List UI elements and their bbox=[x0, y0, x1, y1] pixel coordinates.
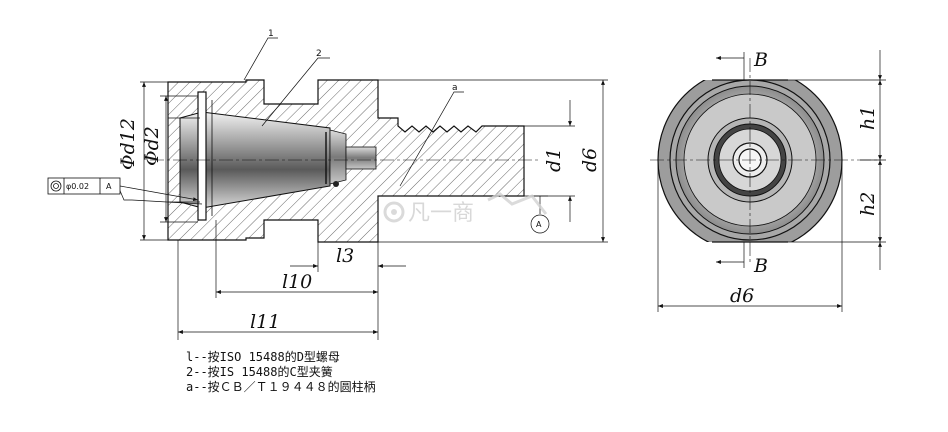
leader-a: a bbox=[452, 83, 458, 93]
concentricity-icon bbox=[50, 180, 62, 192]
side-view bbox=[150, 79, 540, 243]
watermark: 凡一商 bbox=[383, 192, 548, 226]
label-l11: l11 bbox=[250, 311, 280, 333]
collet-inner-bore bbox=[329, 129, 347, 185]
label-l3: l3 bbox=[336, 245, 354, 267]
tolerance-frame: φ0.02 A bbox=[47, 177, 121, 195]
note-2: 2--按IS 15488的C型夹簧 bbox=[186, 365, 333, 379]
label-d1: d1 bbox=[543, 148, 565, 172]
datum-marker: A bbox=[536, 220, 542, 229]
leader-2: 2 bbox=[316, 49, 322, 59]
end-dimensions bbox=[657, 50, 886, 312]
watermark-text: 凡一商 bbox=[408, 201, 474, 226]
label-l10: l10 bbox=[282, 271, 312, 293]
label-h2: h2 bbox=[857, 192, 879, 216]
tool-bore bbox=[345, 146, 377, 170]
section-label-bottom: B bbox=[753, 255, 768, 277]
tolerance-value: φ0.02 bbox=[66, 182, 89, 191]
note-1: l--按ISO 15488的D型螺母 bbox=[186, 350, 340, 364]
label-h1: h1 bbox=[857, 106, 879, 130]
side-dimensions bbox=[117, 37, 608, 340]
legend-notes: l--按ISO 15488的D型螺母 2--按IS 15488的C型夹簧 a--… bbox=[186, 350, 376, 395]
collet-pin bbox=[333, 181, 339, 187]
label-d2: Φd2 bbox=[141, 126, 163, 166]
label-d12: Φd12 bbox=[117, 118, 139, 170]
section-label-top: B bbox=[753, 49, 768, 71]
label-d6: d6 bbox=[579, 148, 601, 172]
tolerance-datum: A bbox=[106, 182, 112, 191]
note-a: a--按ＣＢ／Ｔ１９４４８的圆柱柄 bbox=[186, 380, 376, 394]
leader-1: 1 bbox=[268, 29, 274, 39]
end-view bbox=[650, 58, 880, 262]
label-d6-end: d6 bbox=[730, 285, 754, 307]
nut-ring bbox=[197, 91, 207, 221]
